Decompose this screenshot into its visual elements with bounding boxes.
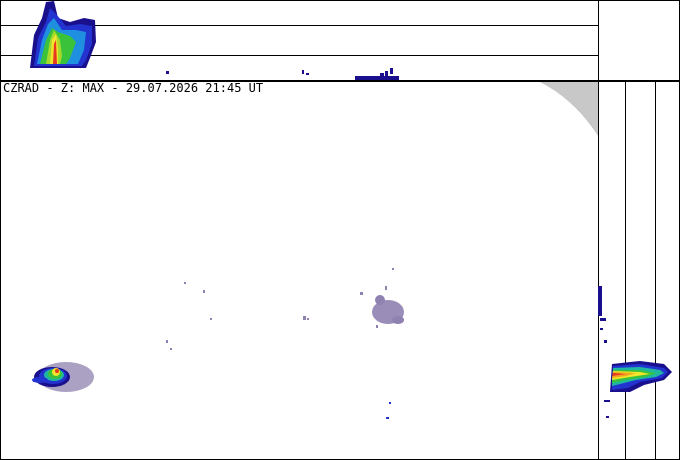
- map-caption: CZRAD - Z: MAX - 29.07.2026 21:45 UT: [3, 81, 264, 95]
- top-projection-panel: [0, 0, 599, 81]
- right-projection-specks: [598, 286, 610, 418]
- top-projection-specks: [166, 68, 399, 80]
- coverage-gap-area: [540, 82, 598, 136]
- echo-cluster-center: [166, 268, 404, 350]
- echo-speck: [386, 417, 389, 419]
- right-projection-echo: [610, 361, 672, 392]
- main-radar-panel: [0, 81, 599, 460]
- storm-cell-left: [32, 362, 94, 392]
- top-projection-echo: [30, 1, 96, 68]
- right-projection-panel: [598, 81, 680, 460]
- corner-box: [598, 0, 680, 81]
